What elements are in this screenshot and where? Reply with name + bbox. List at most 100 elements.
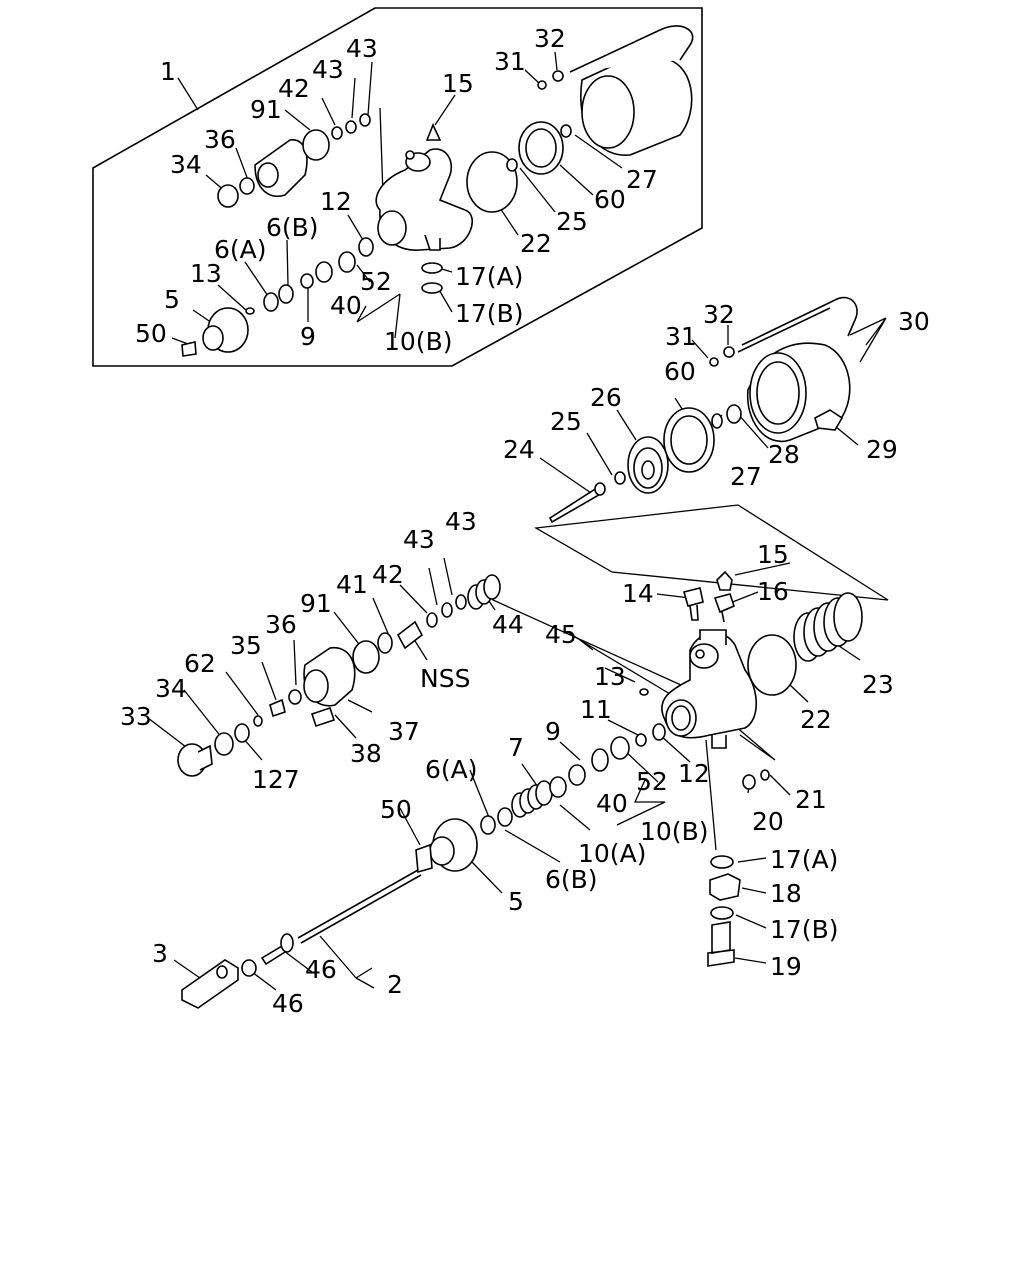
callout-43: 43 <box>312 55 344 84</box>
ring-12-inset <box>358 237 374 257</box>
callout-26: 26 <box>590 383 622 412</box>
callout-16: 16 <box>757 577 789 606</box>
callout-43: 43 <box>346 34 378 63</box>
callout-10B: 10(B) <box>384 327 452 356</box>
callout-1: 1 <box>160 57 176 86</box>
callout-127: 127 <box>252 765 300 794</box>
callout-5: 5 <box>508 887 524 916</box>
nut-28 <box>726 404 742 424</box>
nut-36-inset <box>239 177 255 195</box>
callout-36: 36 <box>204 125 236 154</box>
callout-6A: 6(A) <box>425 755 478 784</box>
booster-chamber <box>737 296 858 443</box>
callout-14: 14 <box>622 579 654 608</box>
callout-24: 24 <box>503 435 535 464</box>
ring-43a <box>455 594 467 610</box>
callout-15: 15 <box>757 540 789 569</box>
callout-31: 31 <box>665 322 697 351</box>
callout-28: 28 <box>768 440 800 469</box>
callout-11: 11 <box>580 695 612 724</box>
plug-5 <box>429 818 478 872</box>
callout-25: 25 <box>550 407 582 436</box>
part-127 <box>234 723 250 743</box>
clip-50 <box>415 843 433 874</box>
callout-6A: 6(A) <box>214 235 267 264</box>
ring-42-inset <box>331 126 343 140</box>
bolt-19 <box>707 921 735 967</box>
washer-17B <box>710 906 734 920</box>
part-31 <box>709 357 719 367</box>
callout-37: 37 <box>388 717 420 746</box>
screw-35 <box>269 698 286 718</box>
part-62 <box>253 715 263 727</box>
callout-29: 29 <box>866 435 898 464</box>
ring-25-inset <box>506 158 518 172</box>
cover-37 <box>303 647 356 707</box>
callout-32: 32 <box>703 300 735 329</box>
callout-13: 13 <box>594 662 626 691</box>
oring-22 <box>747 634 797 696</box>
ring-12 <box>652 723 666 741</box>
callout-35: 35 <box>230 631 262 660</box>
clevis-3 <box>181 959 239 1009</box>
fitting-14 <box>683 587 704 621</box>
callout-22: 22 <box>800 705 832 734</box>
callout-5: 5 <box>164 285 180 314</box>
callout-50: 50 <box>135 319 167 348</box>
washer-40 <box>591 748 609 772</box>
part-32-inset <box>552 70 564 82</box>
inset-assembly-1: 1 91 42 43 43 15 31 32 36 34 12 6(B) 6(A… <box>92 7 703 367</box>
seal-52 <box>610 736 630 760</box>
bracket-24 <box>533 504 889 601</box>
callout-10B: 10(B) <box>640 817 708 846</box>
callout-23: 23 <box>862 670 894 699</box>
callout-6B: 6(B) <box>266 213 319 242</box>
callout-34: 34 <box>155 674 187 703</box>
seal-52-inset <box>338 251 356 273</box>
bolt-38 <box>310 706 336 728</box>
part-32 <box>723 346 735 358</box>
callout-33: 33 <box>120 702 152 731</box>
callout-7: 7 <box>508 733 524 762</box>
callout-NSS: NSS <box>420 664 470 693</box>
washer-27 <box>711 413 723 429</box>
pushrod <box>297 869 422 944</box>
callout-10A: 10(A) <box>578 839 646 868</box>
ring-6A-inset <box>263 292 279 312</box>
callout-45: 45 <box>545 620 577 649</box>
part-10A <box>549 776 567 798</box>
callout-17A: 17(A) <box>770 845 838 874</box>
callout-91: 91 <box>300 589 332 618</box>
callout-12: 12 <box>678 759 710 788</box>
ring-6B-inset <box>278 284 294 304</box>
callout-12: 12 <box>320 187 352 216</box>
callout-42: 42 <box>278 74 310 103</box>
callout-40: 40 <box>596 789 628 818</box>
ring-25 <box>614 471 626 485</box>
main-exploded-view: 30 31 32 29 28 27 60 26 25 24 15 14 16 2… <box>120 296 930 1018</box>
callout-46: 46 <box>272 989 304 1018</box>
callout-44: 44 <box>492 610 524 639</box>
ring-11 <box>635 733 647 747</box>
callout-9: 9 <box>300 322 316 351</box>
ring-43a-inset <box>345 120 357 134</box>
callout-38: 38 <box>350 739 382 768</box>
callout-30: 30 <box>898 307 930 336</box>
callout-27: 27 <box>730 462 762 491</box>
nut-46a <box>241 959 257 977</box>
cap-15 <box>716 570 733 591</box>
nut-36 <box>288 689 302 705</box>
callout-34: 34 <box>170 150 202 179</box>
callout-52: 52 <box>636 767 668 796</box>
callout-20: 20 <box>752 807 784 836</box>
pin-13 <box>639 688 649 696</box>
plug-5-inset <box>202 307 249 353</box>
callout-18: 18 <box>770 879 802 908</box>
callout-52: 52 <box>360 267 392 296</box>
callout-43: 43 <box>445 507 477 536</box>
callout-60: 60 <box>664 357 696 386</box>
callout-40: 40 <box>330 291 362 320</box>
callout-13: 13 <box>190 259 222 288</box>
fitting-18 <box>709 873 741 901</box>
